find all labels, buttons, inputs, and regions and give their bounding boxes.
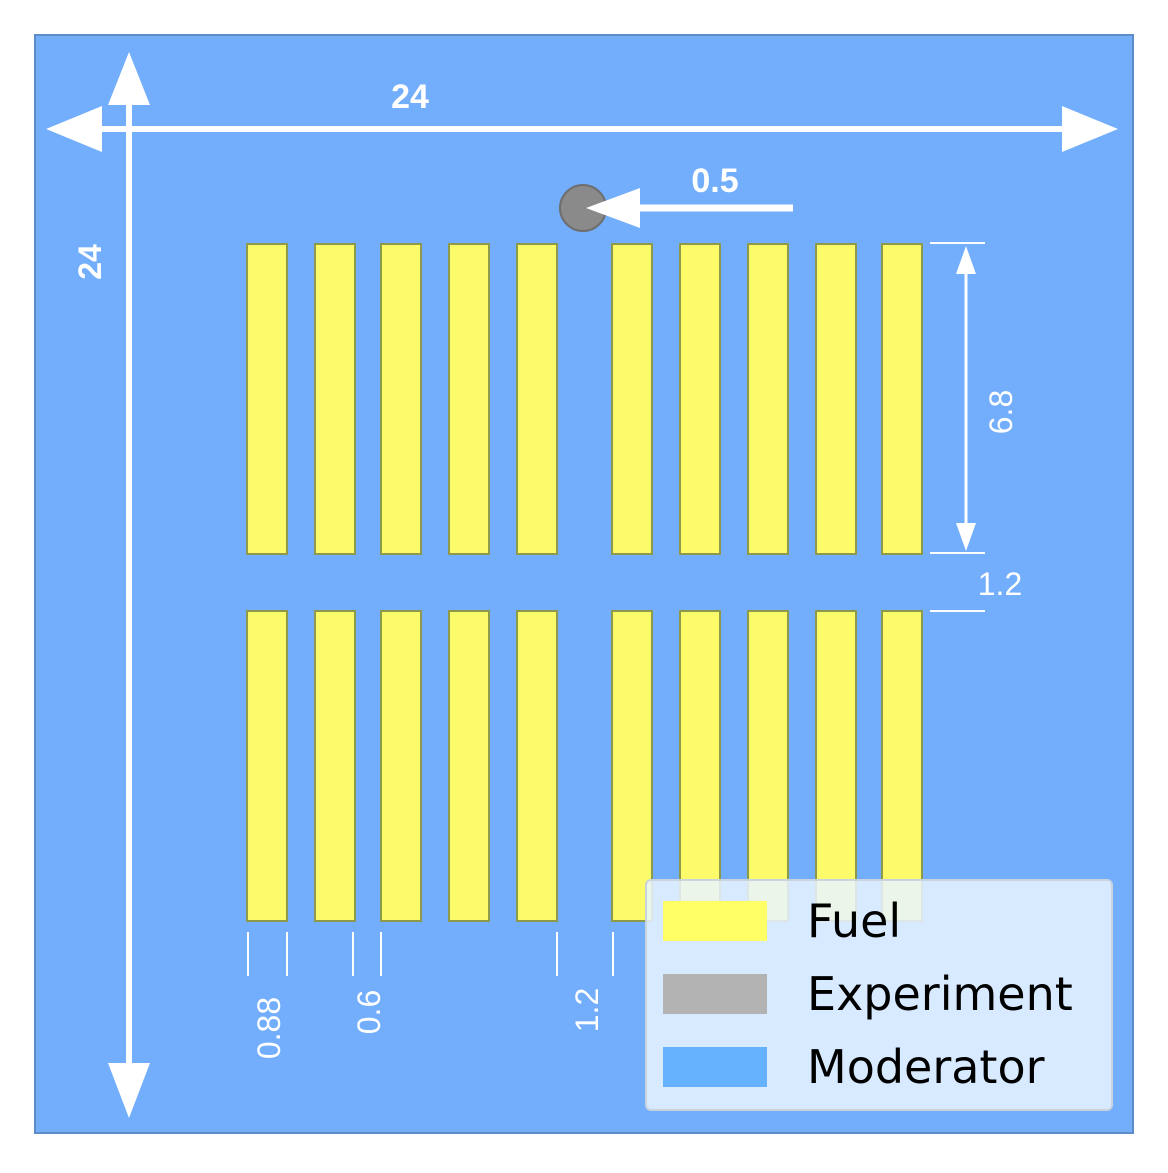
fuel-plate — [747, 243, 789, 555]
legend-label-moderator: Moderator — [807, 1040, 1045, 1094]
fuel-plate — [611, 243, 653, 555]
height-arrow-bottom-head — [108, 1063, 150, 1118]
outer-height-label: 24 — [72, 244, 108, 280]
legend-swatch-moderator — [663, 1047, 767, 1087]
fuel-plate — [611, 610, 653, 922]
fuel-plate — [516, 243, 558, 555]
fuel-plate — [679, 610, 721, 922]
fuel-plate — [246, 610, 288, 922]
fuel-plate — [380, 610, 422, 922]
legend-swatch-experiment — [663, 974, 767, 1014]
fuel-length-label: 6.8 — [983, 390, 1019, 434]
height-arrow-top-head — [108, 52, 150, 105]
outer-width-label: 24 — [391, 78, 429, 116]
width-arrow-right-head — [1062, 106, 1118, 152]
fuel-plate — [815, 610, 857, 922]
fuel-plate — [314, 610, 356, 922]
outer-height-dimension — [108, 52, 150, 1118]
row-gap-label: 1.2 — [978, 566, 1022, 602]
experiment-offset-dimension — [586, 188, 793, 228]
center-gap-label: 1.2 — [569, 988, 605, 1032]
fuel-plate — [881, 610, 923, 922]
legend: Fuel Experiment Moderator — [645, 879, 1113, 1111]
bottom-dimension-ticks — [247, 932, 614, 976]
legend-item-moderator: Moderator — [663, 1040, 1045, 1094]
fuel-length-arrow-bottom-head — [956, 523, 976, 551]
legend-swatch-fuel — [663, 901, 767, 941]
fuel-plate — [516, 610, 558, 922]
fuel-plate — [380, 243, 422, 555]
fuel-width-label: 0.88 — [251, 997, 287, 1059]
legend-label-experiment: Experiment — [807, 967, 1073, 1021]
fuel-plate — [314, 243, 356, 555]
fuel-length-dimension — [930, 242, 985, 554]
outer-width-dimension — [46, 106, 1118, 152]
fuel-gap-label: 0.6 — [351, 990, 387, 1034]
fuel-plate — [448, 243, 490, 555]
fuel-plates — [246, 243, 923, 922]
fuel-plate — [881, 243, 923, 555]
fuel-plate — [679, 243, 721, 555]
experiment-arrow-head — [586, 188, 640, 228]
fuel-plate — [246, 243, 288, 555]
fuel-length-arrow-top-head — [956, 246, 976, 274]
legend-item-experiment: Experiment — [663, 967, 1073, 1021]
width-arrow-left-head — [46, 106, 102, 152]
experiment-offset-label: 0.5 — [691, 162, 738, 200]
legend-label-fuel: Fuel — [807, 894, 902, 948]
fuel-plate — [747, 610, 789, 922]
fuel-plate — [448, 610, 490, 922]
legend-item-fuel: Fuel — [663, 894, 902, 948]
fuel-plate — [815, 243, 857, 555]
